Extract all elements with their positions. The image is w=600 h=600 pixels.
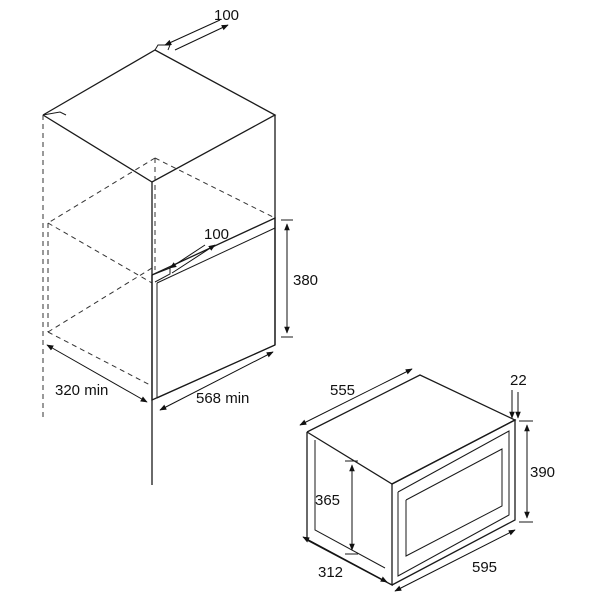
label-front-width: 595 — [472, 559, 497, 576]
dim-front-offset: 22 — [509, 372, 527, 419]
dim-niche-depth: 320 min — [46, 344, 148, 403]
appliance-body — [306, 374, 517, 587]
label-top-clearance: 100 — [214, 7, 239, 24]
dim-front-height: 390 — [519, 420, 555, 523]
dim-appliance-height: 365 — [315, 460, 358, 555]
dim-front-width: 595 — [394, 529, 516, 592]
cabinet-hidden-lines — [42, 115, 276, 420]
label-niche-depth: 320 min — [55, 382, 108, 399]
label-front-height: 390 — [530, 464, 555, 481]
label-front-offset: 22 — [510, 372, 527, 389]
dim-top-clearance: 100 — [164, 7, 239, 51]
dim-inner-clearance: 100 — [169, 226, 229, 274]
dim-niche-height: 380 — [281, 219, 318, 338]
label-appliance-depth: 555 — [330, 382, 355, 399]
label-inner-clearance: 100 — [204, 226, 229, 243]
label-appliance-side-depth: 312 — [318, 564, 343, 581]
cabinet-outline — [42, 44, 277, 485]
label-niche-width: 568 min — [196, 390, 249, 407]
label-niche-height: 380 — [293, 272, 318, 289]
niche-opening — [151, 216, 276, 402]
dim-niche-width: 568 min — [159, 351, 274, 411]
dim-appliance-side-depth: 312 — [302, 536, 388, 583]
dim-appliance-depth: 555 — [299, 368, 413, 426]
label-appliance-height: 365 — [315, 492, 340, 509]
